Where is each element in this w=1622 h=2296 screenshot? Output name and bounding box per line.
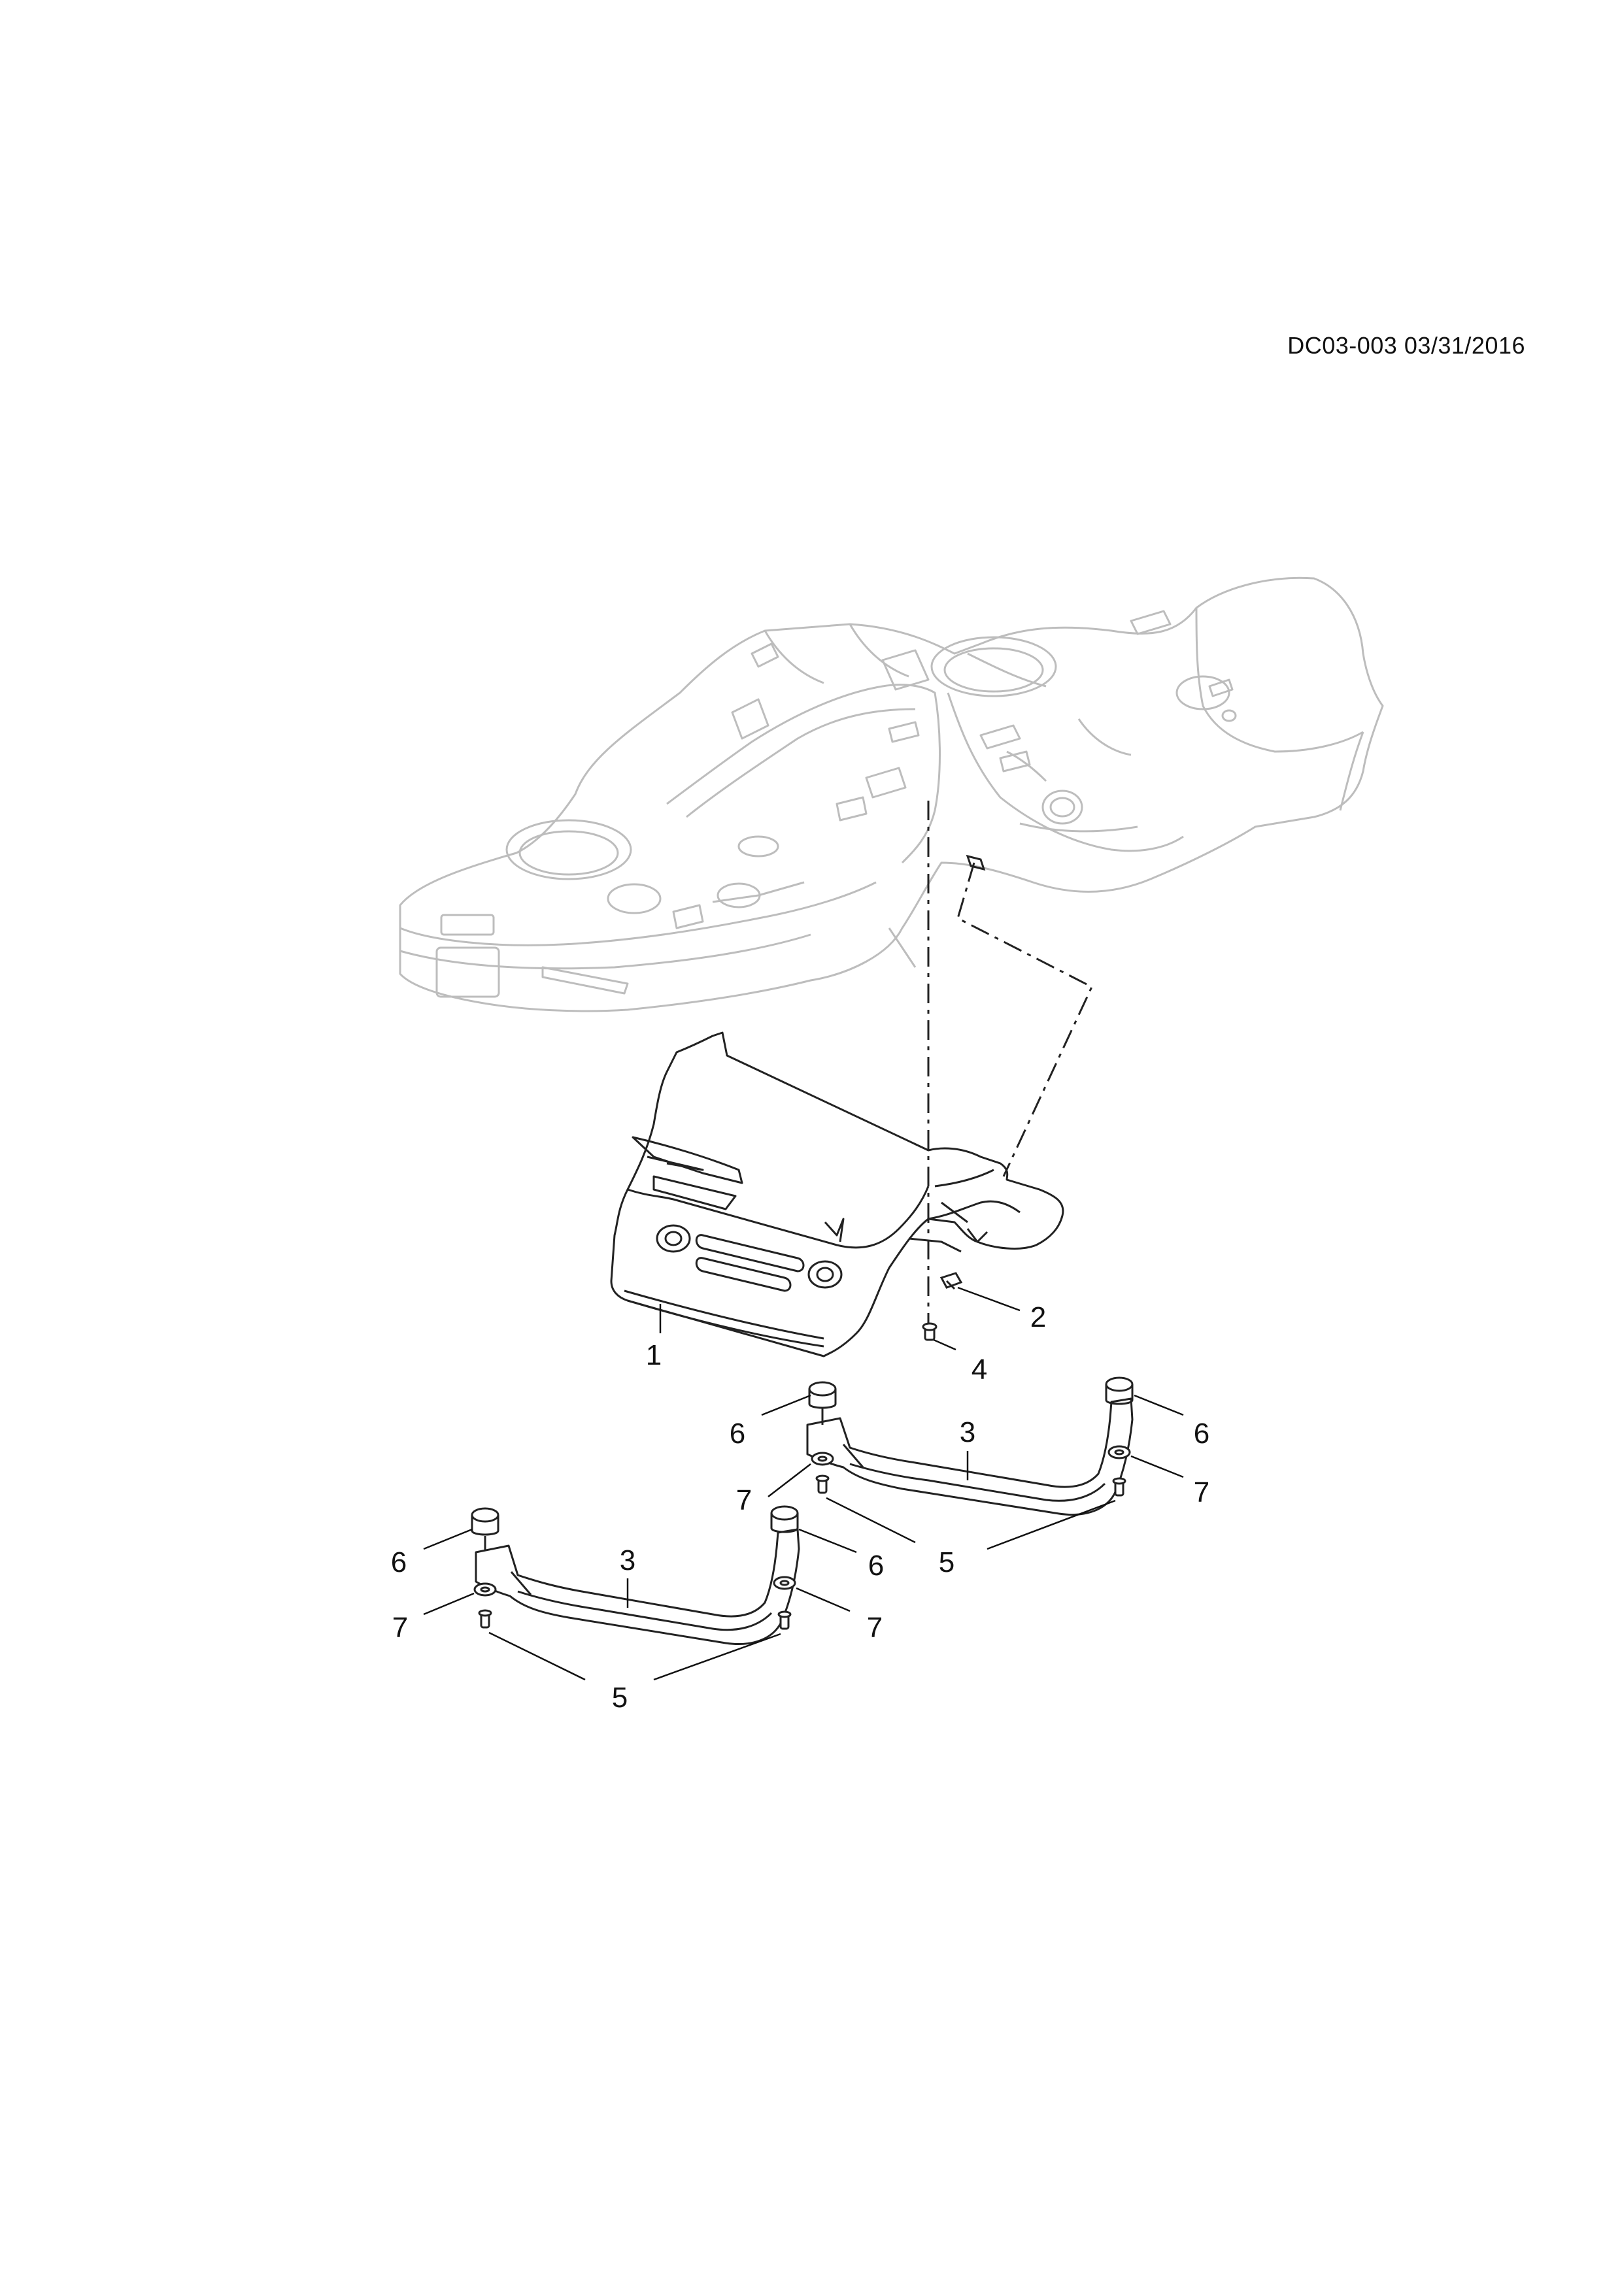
callout-label: 7 [392, 1612, 408, 1644]
bolt-part-5 [815, 1474, 830, 1494]
grommet-part-6 [1105, 1376, 1134, 1405]
clip-part-2 [939, 1272, 963, 1290]
callout-label: 7 [736, 1484, 752, 1516]
heat-shield [610, 1031, 1064, 1357]
callout-label: 3 [960, 1416, 975, 1448]
strap-part-3-left [475, 1528, 800, 1646]
washer-part-7 [1107, 1445, 1131, 1459]
callout-label: 7 [867, 1612, 883, 1644]
strap-assembly-right [806, 1376, 1134, 1516]
bolt-part-5 [478, 1609, 492, 1629]
washer-part-7 [811, 1452, 834, 1466]
bolt-part-4 [922, 1322, 938, 1341]
callout-label: 4 [972, 1354, 987, 1386]
grommet-part-6 [471, 1507, 499, 1536]
washer-part-7 [473, 1582, 497, 1597]
washer-part-7 [773, 1576, 796, 1590]
fuel-tank [399, 576, 1384, 1012]
callout-label: 3 [620, 1544, 635, 1576]
diagram-code-date: DC03-003 03/31/2016 [1287, 332, 1525, 359]
callout-label: 6 [391, 1546, 407, 1578]
callout-label: 5 [939, 1546, 955, 1578]
tank-mount-tab [966, 854, 986, 871]
bolt-part-5 [777, 1610, 792, 1630]
callout-label: 5 [612, 1682, 628, 1714]
grommet-part-6 [770, 1505, 799, 1533]
bolt-part-5 [1112, 1477, 1126, 1497]
callout-label: 7 [1194, 1476, 1209, 1508]
strap-part-3-right [806, 1397, 1134, 1516]
leader-lines [423, 1286, 1184, 1681]
callout-label: 6 [868, 1550, 884, 1582]
grommet-part-6 [808, 1381, 837, 1409]
callout-label: 6 [1194, 1418, 1209, 1450]
callout-label: 6 [730, 1418, 745, 1450]
assembly-dashed-lines [927, 801, 1093, 1323]
callout-label: 2 [1030, 1301, 1046, 1333]
callout-label: 1 [646, 1339, 662, 1371]
strap-assembly-left [471, 1505, 800, 1646]
